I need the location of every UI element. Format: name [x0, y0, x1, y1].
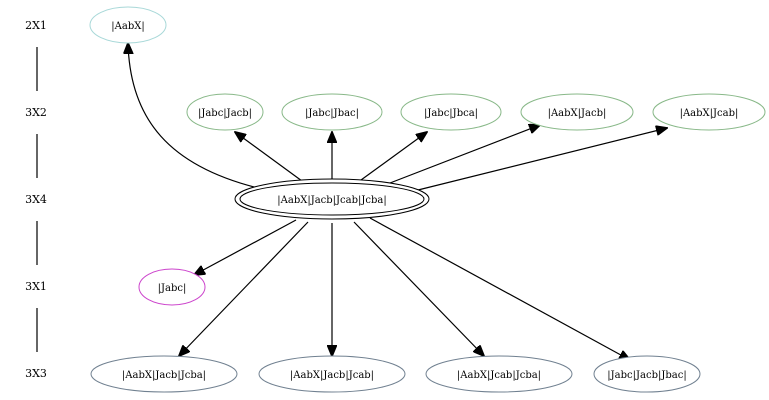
edge-center-to-aabxjacbjcba [179, 221, 309, 356]
node-jabcjbca-shape [400, 93, 502, 131]
node-aabxjacb-label: |AabX|Jacb| [548, 108, 607, 119]
node-aabxjacb-shape [520, 93, 634, 131]
node-layer: |AabX| |Jabc|Jacb| |Jabc|Jbac| |Jabc|Jbc… [89, 6, 766, 393]
rank-label-5: 3X3 [25, 367, 47, 380]
node-jabc-label: |Jabc| [158, 283, 187, 294]
rank-label-4: 3X1 [25, 280, 47, 293]
edge-layer [128, 43, 667, 360]
edge-center-to-jabcjacb [235, 132, 303, 182]
node-aabxjcab-shape [652, 93, 766, 131]
node-jabcjbac-shape [281, 93, 383, 131]
rank-label-2: 3X2 [25, 106, 47, 119]
node-aabxjacbjcba-label: |AabX|Jacb|Jcba| [122, 370, 206, 381]
node-aabxjacbjcab-shape [258, 355, 406, 393]
node-jabcjacbjbac-shape [593, 355, 701, 393]
edge-center-to-aabxjacb [389, 125, 540, 184]
edge-center-to-aabxjcab [417, 128, 667, 191]
edge-center-to-aabxjcabjcba [353, 221, 484, 356]
edge-center-to-aabx [128, 43, 259, 189]
rank-column: 2X1 3X2 3X4 3X1 3X3 [25, 19, 47, 380]
node-aabx-label: |AabX| [111, 21, 144, 32]
node-jabcjacb-shape [186, 93, 264, 131]
node-aabx[interactable]: |AabX| [89, 6, 167, 44]
node-jabc-shape [138, 268, 206, 306]
node-center-label: |AabX|Jacb|Jcab|Jcba| [277, 195, 386, 206]
edge-center-to-jabcjacbjbac [369, 217, 630, 360]
rank-label-3: 3X4 [25, 193, 47, 206]
rank-label-1: 2X1 [25, 19, 47, 32]
node-jabcjbca[interactable]: |Jabc|Jbca| [400, 93, 502, 131]
node-aabxjcab-label: |AabX|Jcab| [680, 108, 739, 119]
node-jabcjbca-label: |Jabc|Jbca| [424, 108, 478, 119]
node-center[interactable]: |AabX|Jacb|Jcab|Jcba| [234, 178, 430, 220]
node-aabxjacb[interactable]: |AabX|Jacb| [520, 93, 634, 131]
node-aabxjacbjcab[interactable]: |AabX|Jacb|Jcab| [258, 355, 406, 393]
edge-center-to-jabc [194, 219, 297, 275]
node-aabxjcab[interactable]: |AabX|Jcab| [652, 93, 766, 131]
node-aabxjcabjcba-shape [425, 355, 573, 393]
node-aabxjcabjcba[interactable]: |AabX|Jcab|Jcba| [425, 355, 573, 393]
node-jabcjacb[interactable]: |Jabc|Jacb| [186, 93, 264, 131]
node-aabxjacbjcba[interactable]: |AabX|Jacb|Jcba| [90, 355, 238, 393]
node-aabxjacbjcab-label: |AabX|Jacb|Jcab| [290, 370, 374, 381]
node-center-inner-shape [239, 182, 425, 216]
edge-center-to-jabcjbca [360, 132, 427, 181]
node-aabxjacbjcba-shape [90, 355, 238, 393]
node-jabcjbac-label: |Jabc|Jbac| [305, 108, 359, 119]
node-jabc[interactable]: |Jabc| [138, 268, 206, 306]
node-jabcjbac[interactable]: |Jabc|Jbac| [281, 93, 383, 131]
node-jabcjacbjbac-label: |Jabc|Jacb|Jbac| [607, 370, 686, 381]
node-aabxjcabjcba-label: |AabX|Jcab|Jcba| [457, 370, 541, 381]
node-jabcjacb-label: |Jabc|Jacb| [198, 108, 252, 119]
node-aabx-shape [89, 6, 167, 44]
node-jabcjacbjbac[interactable]: |Jabc|Jacb|Jbac| [593, 355, 701, 393]
